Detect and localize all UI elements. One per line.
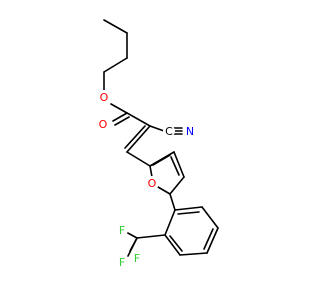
atom-label: O: [99, 118, 108, 131]
bond: [112, 112, 128, 122]
bond: [103, 19, 128, 34]
bond: [169, 176, 185, 195]
nitrile-nitrogen-atom: N: [183, 124, 197, 138]
bond: [173, 151, 185, 178]
bond: [157, 186, 171, 195]
atom-label: C: [165, 125, 173, 138]
bond: [164, 209, 176, 236]
ester-oxygen-atom: O: [97, 90, 111, 104]
bond: [126, 151, 151, 167]
bond: [174, 206, 203, 211]
atom-layer: O O C N O F F F: [96, 90, 197, 269]
bond: [206, 227, 219, 254]
bond: [169, 193, 176, 211]
bond-layer: [103, 19, 219, 257]
fluorine-atom: F: [116, 224, 128, 237]
atom-label: F: [134, 252, 140, 265]
bond: [149, 125, 165, 132]
atom-label: N: [186, 125, 194, 138]
fluorine-atom: F: [131, 252, 143, 265]
bond: [149, 165, 153, 178]
furan-oxygen-atom: O: [145, 176, 159, 190]
bond: [125, 231, 138, 239]
atom-label: F: [119, 256, 125, 269]
bond: [152, 154, 171, 166]
bond: [126, 112, 151, 127]
bond: [126, 125, 151, 153]
bond: [124, 125, 146, 149]
bond: [201, 206, 219, 229]
atom-label: O: [100, 91, 109, 104]
bond: [203, 228, 214, 250]
bond: [103, 57, 128, 73]
bond: [114, 116, 130, 126]
atom-label: O: [148, 177, 157, 190]
molecule-diagram: O O C N O F F F: [96, 19, 219, 269]
bond: [169, 235, 183, 252]
bond: [170, 156, 180, 176]
bond: [136, 234, 166, 239]
fluorine-atom: F: [116, 256, 128, 269]
bond: [177, 211, 200, 215]
bond: [127, 237, 138, 257]
atom-label: F: [119, 224, 125, 237]
bond: [179, 252, 208, 256]
bond: [110, 103, 128, 114]
nitrile-carbon-atom: C: [163, 125, 175, 138]
bond: [164, 234, 181, 256]
carbonyl-oxygen-atom: O: [96, 117, 110, 131]
structure-canvas: O O C N O F F F: [96, 19, 219, 269]
